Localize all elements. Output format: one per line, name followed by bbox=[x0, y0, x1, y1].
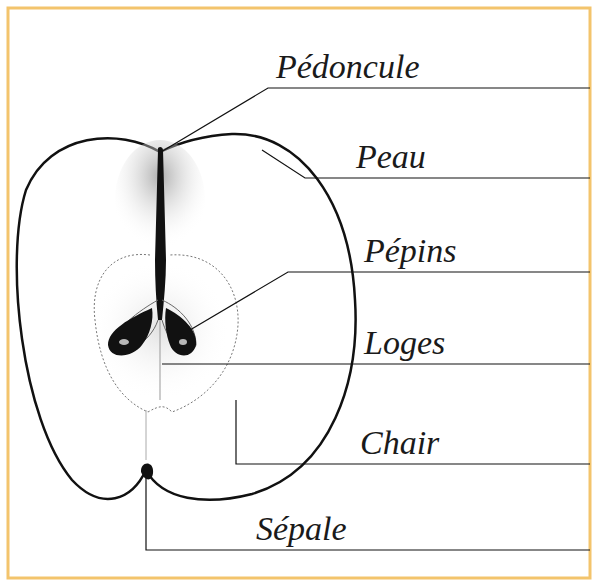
leader-line bbox=[262, 150, 590, 178]
seed bbox=[108, 308, 153, 356]
seed bbox=[165, 308, 196, 356]
apple-skin bbox=[17, 134, 356, 500]
sepal bbox=[141, 463, 153, 479]
seed-highlight bbox=[119, 339, 129, 345]
leader-line bbox=[190, 272, 590, 330]
frame bbox=[8, 8, 590, 578]
leader-line bbox=[146, 478, 590, 550]
leader-line bbox=[236, 400, 590, 464]
core-outline bbox=[94, 254, 238, 412]
core-line bbox=[160, 320, 161, 400]
leader-line bbox=[162, 363, 590, 364]
part-label: Loges bbox=[364, 326, 445, 360]
leader-lines bbox=[146, 88, 590, 550]
part-label: Pépins bbox=[364, 234, 457, 268]
calyx-line bbox=[146, 410, 147, 460]
stem bbox=[155, 147, 166, 320]
part-label: Peau bbox=[356, 140, 426, 174]
part-label: Sépale bbox=[256, 512, 347, 546]
seed-highlight bbox=[179, 339, 187, 345]
part-label: Chair bbox=[360, 426, 439, 460]
part-label: Pédoncule bbox=[276, 50, 420, 84]
